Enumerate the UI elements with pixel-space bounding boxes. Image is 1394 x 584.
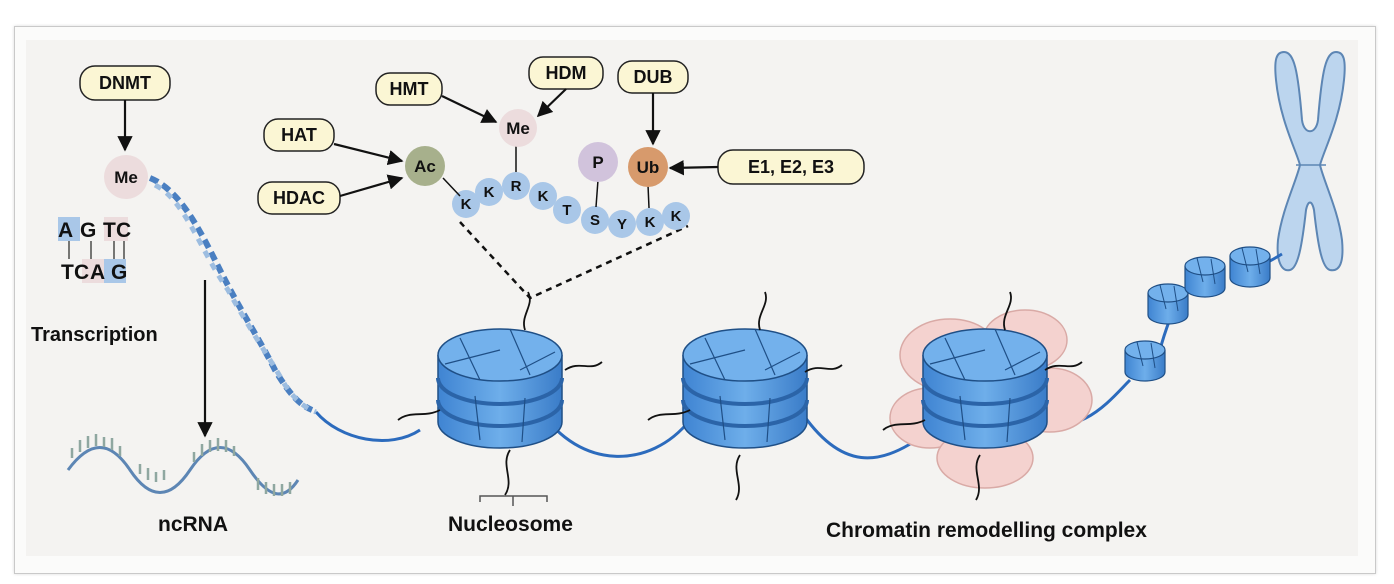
- residue-label: K: [538, 188, 549, 205]
- mark-me-dna: Me: [104, 155, 148, 199]
- fiber-nucleosome-c: [1184, 256, 1226, 298]
- residue-Y: [608, 210, 636, 238]
- residue-K-5: [662, 202, 690, 230]
- chromatin-fiber: [314, 252, 1283, 460]
- nucleosome-2: [681, 327, 809, 450]
- mark-me-histone: Me: [499, 109, 537, 147]
- hmt-label: HMT: [390, 79, 429, 99]
- residue-S: [581, 206, 609, 234]
- residue-R: [502, 172, 530, 200]
- enzyme-hmt: HMT: [375, 72, 443, 106]
- residue-label: K: [461, 196, 472, 213]
- dna-base: C: [116, 219, 131, 242]
- figure-background: [26, 40, 1358, 556]
- residue-label: T: [562, 202, 571, 219]
- nucleosome-3: [921, 327, 1049, 450]
- remodelling-label: Chromatin remodelling complex: [826, 519, 1147, 542]
- p-label: P: [592, 153, 603, 172]
- dna-base: A: [58, 219, 73, 242]
- enzyme-hdac: HDAC: [257, 181, 341, 215]
- enzyme-hdm: HDM: [528, 56, 604, 90]
- enzyme-e1-e2-e3: E1, E2, E3: [717, 149, 865, 185]
- hat-label: HAT: [281, 125, 317, 145]
- dna-base: A: [90, 261, 105, 284]
- transcription-label: Transcription: [31, 324, 158, 346]
- residue-label: R: [511, 178, 522, 195]
- histone-tail-chain: K K R K T S Y K K: [452, 172, 690, 238]
- fiber-nucleosome-d: [1229, 246, 1271, 288]
- residue-label: K: [645, 214, 656, 231]
- fiber-nucleosome-a: [1124, 340, 1166, 382]
- dnmt-label: DNMT: [99, 73, 151, 93]
- chromosome-icon: [1274, 50, 1346, 272]
- dna-base: G: [80, 219, 96, 242]
- residue-label: K: [671, 208, 682, 225]
- nucleosome-bracket: [479, 495, 548, 506]
- ncrna-icon: [66, 434, 300, 496]
- residue-label: S: [590, 212, 600, 229]
- dna-base: T: [103, 219, 116, 242]
- fiber-nucleosome-b: [1147, 283, 1189, 325]
- enzyme-arrows: [117, 88, 719, 438]
- ac-label: Ac: [414, 157, 436, 176]
- dna-base: G: [111, 261, 127, 284]
- enzyme-dub: DUB: [617, 60, 689, 94]
- histone-tails: [397, 291, 1083, 501]
- dna-base: T: [61, 261, 74, 284]
- enzyme-dnmt: DNMT: [79, 65, 171, 101]
- residue-K-2: [475, 178, 503, 206]
- nucleosome-label: Nucleosome: [448, 513, 573, 536]
- residue-K-3: [529, 182, 557, 210]
- dna-sequence: A G T C T C A G: [58, 217, 131, 284]
- me-histone-label: Me: [506, 119, 530, 138]
- hdm-label: HDM: [546, 63, 587, 83]
- residue-T: [553, 196, 581, 224]
- residue-label: K: [484, 184, 495, 201]
- ncrna-label: ncRNA: [158, 513, 228, 536]
- mark-ub: Ub: [628, 147, 668, 187]
- mark-stems: [442, 146, 650, 209]
- residue-label: Y: [617, 216, 627, 233]
- enzyme-hat: HAT: [263, 118, 335, 152]
- dna-base: C: [74, 261, 89, 284]
- dub-label: DUB: [634, 67, 673, 87]
- ub-label: Ub: [637, 158, 660, 177]
- hdac-label: HDAC: [273, 188, 325, 208]
- mark-ac: Ac: [405, 146, 445, 186]
- residue-K-4: [636, 208, 664, 236]
- dna-double-helix: [148, 175, 317, 415]
- nucleosome-1: [436, 327, 564, 450]
- e123-label: E1, E2, E3: [748, 157, 834, 177]
- residue-K-1: [452, 190, 480, 218]
- zoom-lines: [459, 221, 689, 300]
- mark-p: P: [578, 142, 618, 182]
- me-dna-label: Me: [114, 168, 138, 187]
